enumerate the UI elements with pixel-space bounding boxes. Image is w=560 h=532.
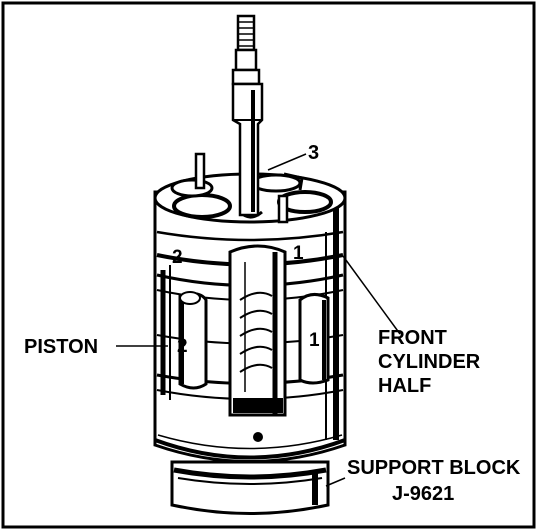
leader-line-3 bbox=[267, 153, 307, 171]
leader-line-support-block bbox=[325, 477, 346, 487]
locating-pin-right bbox=[277, 194, 289, 224]
locating-pin-left bbox=[194, 152, 206, 190]
leader-line-front-cylinder bbox=[342, 255, 401, 335]
support-block bbox=[170, 460, 330, 515]
bore-number-lower-left: 2 bbox=[177, 336, 188, 357]
callout-shaft-3: 3 bbox=[308, 142, 319, 164]
callout-support-block-line2: J-9621 bbox=[392, 483, 454, 505]
piston-cutout-right bbox=[298, 293, 330, 385]
callout-front-cylinder-line2: CYLINDER bbox=[378, 351, 481, 373]
window-hole bbox=[253, 432, 263, 442]
piston-cutout-left bbox=[178, 291, 208, 390]
bore-top-back-left bbox=[170, 178, 214, 198]
bore-number-lower-right: 1 bbox=[309, 330, 320, 351]
bore-number-upper-left: 2 bbox=[172, 247, 183, 268]
callout-front-cylinder-line1: FRONT bbox=[378, 327, 447, 349]
swash-plate-window bbox=[228, 244, 287, 442]
callout-front-cylinder-line3: HALF bbox=[378, 375, 431, 397]
callout-piston: PISTON bbox=[24, 336, 98, 358]
bore-number-upper-right: 1 bbox=[293, 243, 304, 264]
figure-border bbox=[1, 1, 536, 529]
bore-top-left bbox=[172, 193, 232, 219]
main-shaft bbox=[231, 14, 264, 217]
callout-support-block-line1: SUPPORT BLOCK bbox=[347, 457, 521, 479]
